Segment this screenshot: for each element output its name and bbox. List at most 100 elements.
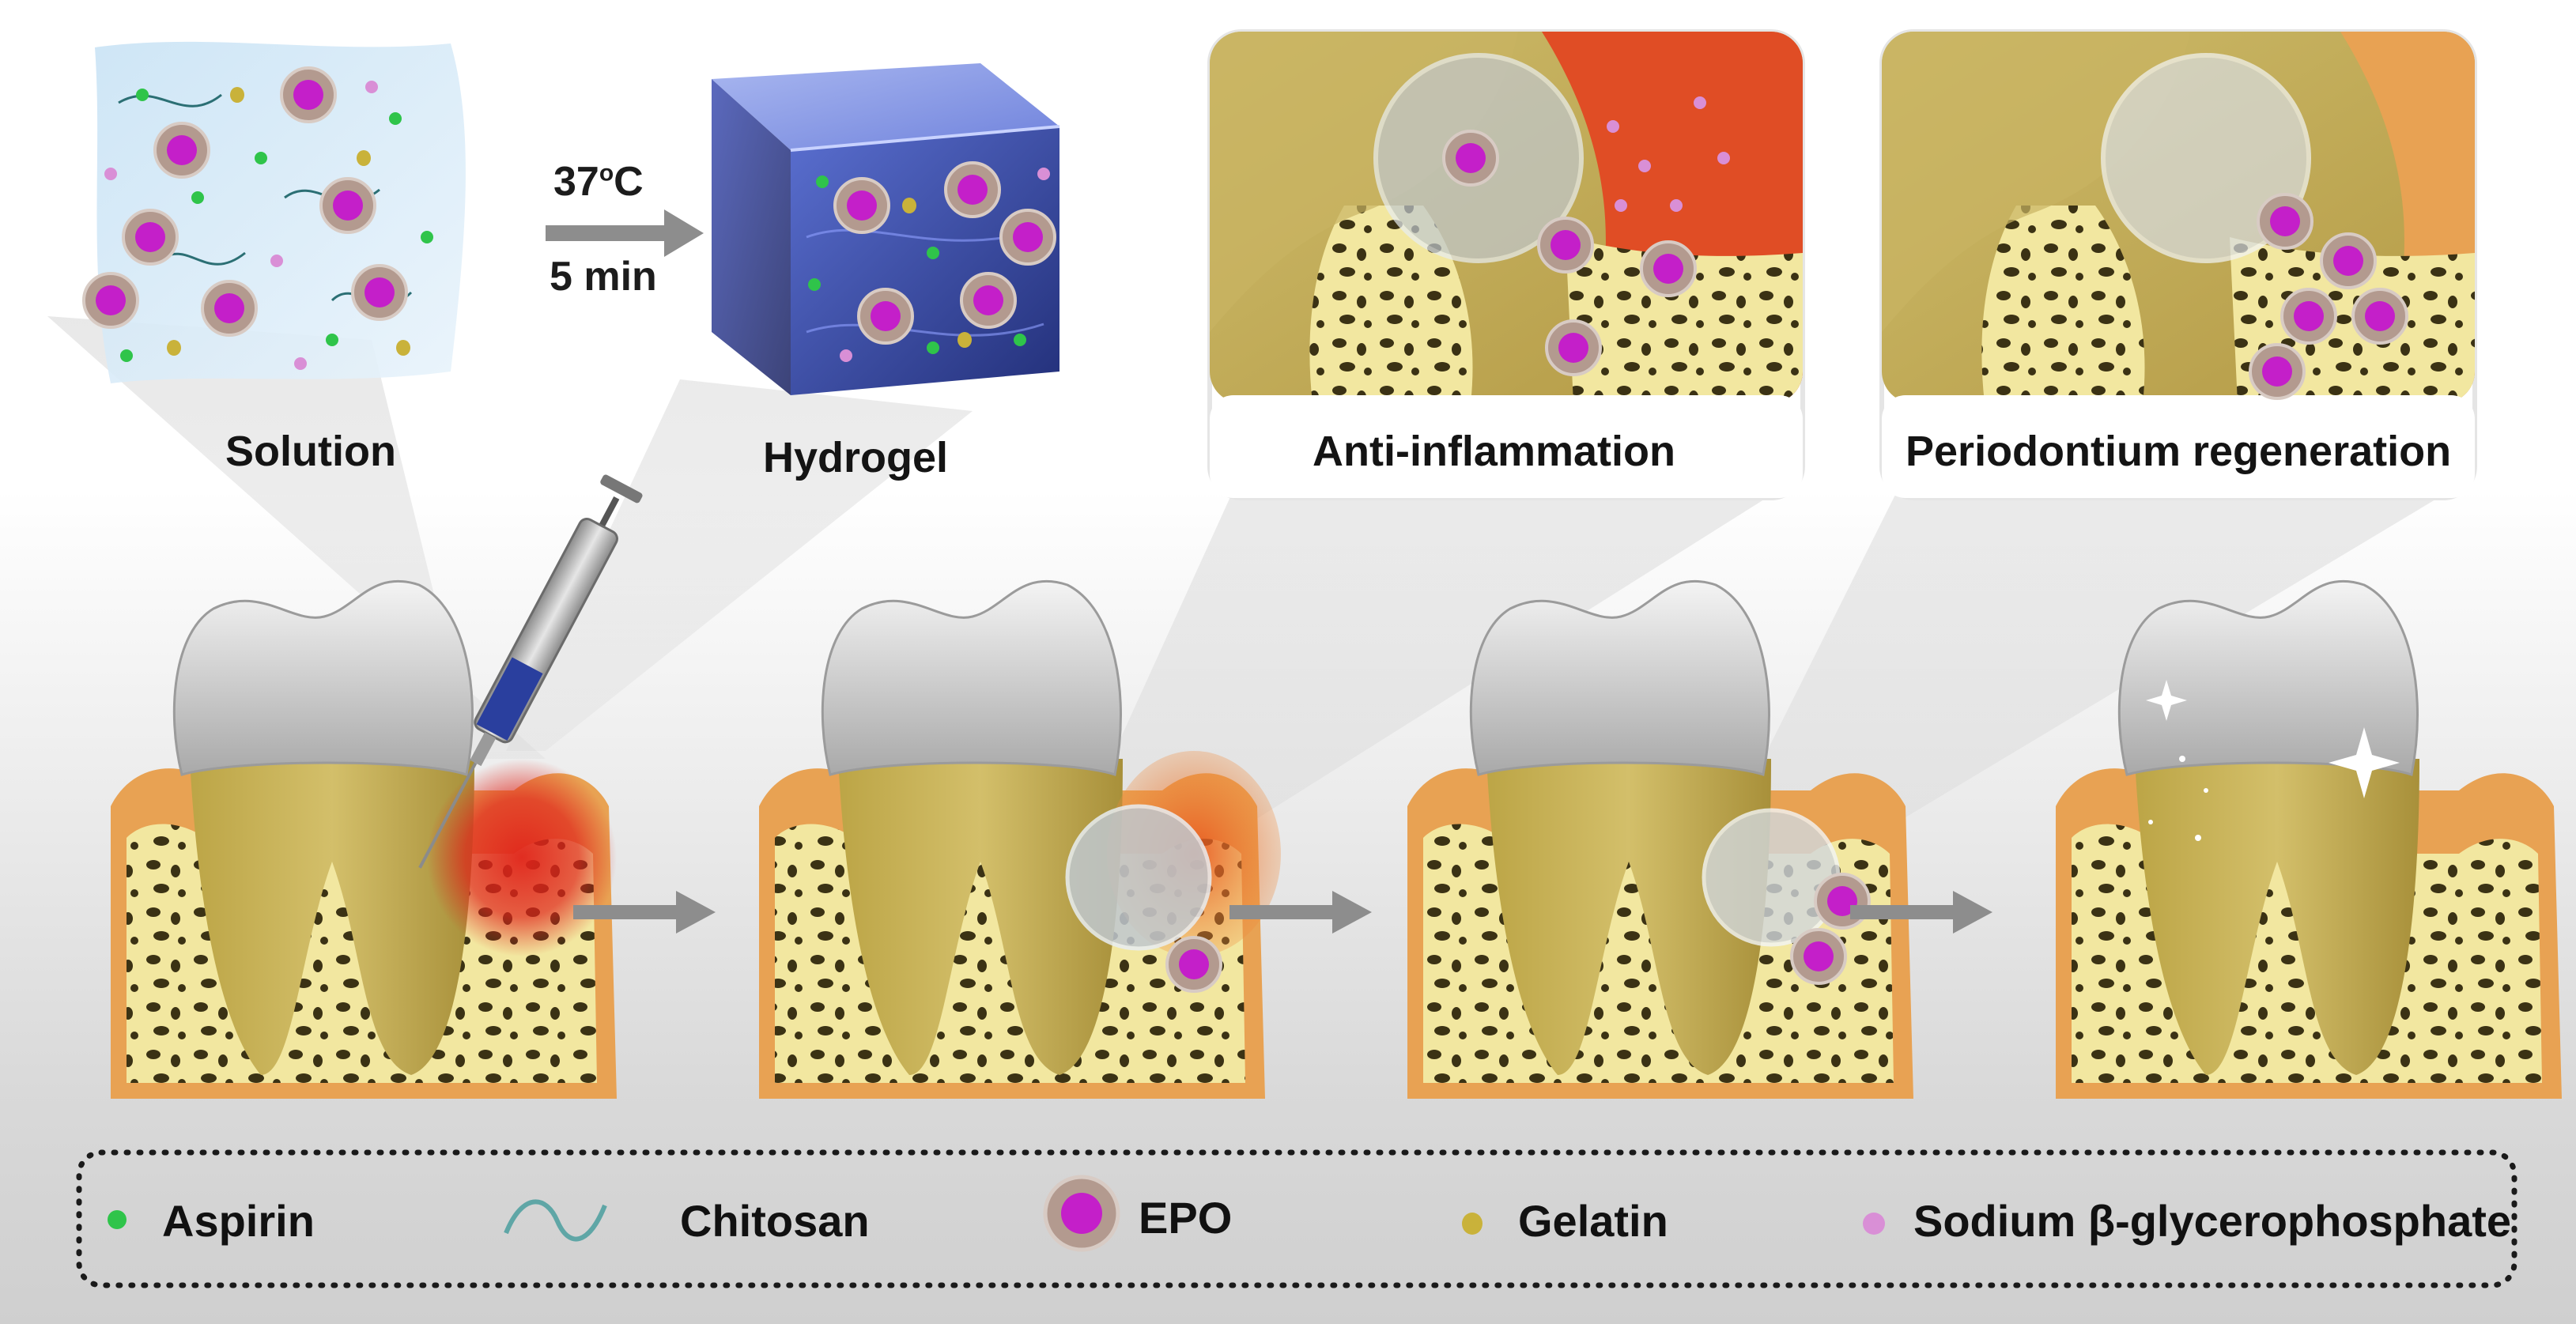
gelatin-legend-icon — [1462, 1213, 1483, 1235]
epo-particle-core — [2294, 301, 2324, 331]
sodium-particle — [1638, 160, 1651, 172]
epo-particle-core — [293, 80, 323, 110]
epo-particle-core — [2262, 356, 2292, 387]
epo-particle-core — [1653, 254, 1683, 284]
inflammation-area — [427, 759, 617, 956]
epo-particle-core — [1013, 222, 1043, 252]
epo-particle-core — [214, 293, 244, 323]
epo-particle-core — [1558, 333, 1588, 363]
sodium-particle — [1615, 199, 1627, 212]
temperature-unit: C — [614, 159, 644, 205]
sodium-particle — [270, 255, 283, 267]
tooth-crown — [1469, 579, 1770, 776]
aspirin-legend-label: Aspirin — [162, 1196, 315, 1246]
aspirin-particle — [326, 334, 338, 346]
tooth-crown — [172, 579, 474, 776]
epo-particle-core — [958, 175, 988, 205]
epo-particle-core — [1827, 886, 1857, 916]
aspirin-particle — [120, 349, 133, 362]
regeneration-label: Periodontium regeneration — [1906, 428, 2452, 475]
aspirin-particle — [808, 278, 821, 291]
solution-label: Solution — [225, 428, 396, 475]
chitosan-legend-icon — [504, 1199, 607, 1242]
tooth-stage-1 — [111, 579, 617, 1099]
tooth-stage-3 — [1407, 579, 1913, 1099]
solution-particles — [82, 66, 433, 370]
sodium-legend-icon — [1863, 1213, 1885, 1235]
degrading-hydrogel — [1702, 808, 1841, 947]
temperature-label: 37oC — [553, 158, 644, 206]
tooth-crown — [2117, 579, 2419, 776]
sodium-particle — [1717, 152, 1730, 164]
sodium-particle — [1694, 96, 1706, 109]
teeth-sequence — [82, 66, 2562, 1099]
sodium-particle — [1607, 120, 1619, 133]
sodium-particle — [1670, 199, 1683, 212]
gelatin-particle — [396, 340, 410, 356]
regeneration-particles — [2249, 193, 2408, 400]
tooth-root — [2135, 759, 2419, 1075]
tooth-root — [1486, 759, 1771, 1075]
aspirin-particle — [816, 175, 829, 188]
gelatin-particle — [902, 198, 916, 213]
aspirin-particle — [136, 89, 149, 101]
epo-legend-label: EPO — [1139, 1193, 1233, 1243]
epo-particle-core — [135, 222, 165, 252]
sodium-particle — [1037, 168, 1050, 180]
tooth-crown — [821, 579, 1122, 776]
gelatin-legend-label: Gelatin — [1518, 1196, 1668, 1246]
process-arrow-2 — [1229, 891, 1372, 934]
sodium-particle — [840, 349, 852, 362]
anti-inflammation-label: Anti-inflammation — [1313, 428, 1675, 475]
temperature-value: 37 — [553, 159, 599, 205]
sodium-particle — [365, 81, 378, 93]
aspirin-particle — [191, 191, 204, 204]
epo-particle-core — [2270, 206, 2300, 236]
tooth-root — [190, 759, 474, 1075]
chitosan-legend-label: Chitosan — [680, 1196, 870, 1246]
epo-particle-core — [1804, 941, 1834, 971]
hydrogel-particles — [808, 161, 1056, 362]
epo-particle-core — [2333, 246, 2363, 276]
tooth-stage-4 — [2056, 579, 2562, 1099]
anti-inflammation-particles — [1442, 96, 1730, 376]
aspirin-particle — [255, 152, 267, 164]
epo-particle-core — [973, 285, 1003, 315]
aspirin-particle — [927, 341, 939, 354]
epo-particle-core — [333, 190, 363, 221]
regeneration-zoom-cone — [1724, 490, 2451, 893]
hydrogel-zoom-cone — [506, 379, 973, 751]
epo-particle-core — [1551, 230, 1581, 260]
aspirin-particle — [421, 231, 433, 243]
aspirin-legend-icon — [108, 1210, 127, 1229]
epo-particle-core — [96, 285, 126, 315]
hydrogel-label: Hydrogel — [763, 434, 949, 481]
sodium-particle — [104, 168, 117, 180]
gelatin-particle — [958, 332, 972, 348]
sodium-particle — [294, 357, 307, 370]
epo-particle-core — [167, 135, 197, 165]
legend-box — [76, 1149, 2517, 1288]
temperature-degree: o — [599, 160, 614, 187]
aspirin-particle — [389, 112, 402, 125]
syringe — [418, 474, 643, 869]
tooth-root — [838, 759, 1123, 1075]
epo-particle-core — [2365, 301, 2395, 331]
aspirin-particle — [927, 247, 939, 259]
gelation-arrow — [546, 209, 704, 257]
epo-particle-core — [1456, 143, 1486, 173]
sparkle-effect — [2146, 680, 2400, 841]
epo-particle-core — [847, 190, 877, 221]
epo-legend-icon — [1043, 1175, 1120, 1252]
epo-particle-core — [1179, 949, 1209, 979]
gelatin-particle — [230, 87, 244, 103]
gelatin-particle — [167, 340, 181, 356]
time-label: 5 min — [550, 254, 657, 300]
aspirin-particle — [1014, 334, 1026, 346]
process-arrow-3 — [1850, 891, 1992, 934]
hydrogel-implant — [1065, 804, 1212, 951]
sodium-legend-label: Sodium β-glycerophosphate — [1913, 1196, 2512, 1246]
epo-particle-core — [364, 277, 395, 307]
